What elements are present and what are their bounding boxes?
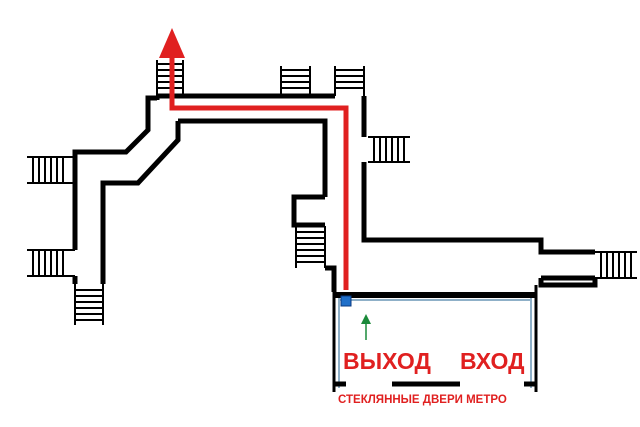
- you-are-here-marker-icon: [340, 295, 352, 307]
- entry-label: ВХОД: [460, 348, 525, 374]
- glass-doors-label: СТЕКЛЯННЫЕ ДВЕРИ МЕТРО: [338, 394, 507, 406]
- staircase-top-middle-2: [334, 66, 365, 96]
- corridor-walls: [72, 93, 598, 292]
- entrance-hall: [332, 285, 538, 392]
- staircase-right-lower: [595, 251, 637, 279]
- staircase-right-upper: [368, 136, 410, 163]
- exit-route-arrowhead-icon: [159, 28, 185, 58]
- exit-label: ВЫХОД: [343, 348, 431, 374]
- staircase-middle: [295, 226, 326, 268]
- staircase-left-upper: [27, 156, 75, 184]
- staircase-top-middle-1: [280, 66, 311, 96]
- exit-route-line: [169, 58, 349, 290]
- entry-arrow-icon: [361, 314, 371, 340]
- staircase-left-lower: [27, 249, 75, 277]
- staircase-bottom-left: [74, 284, 104, 325]
